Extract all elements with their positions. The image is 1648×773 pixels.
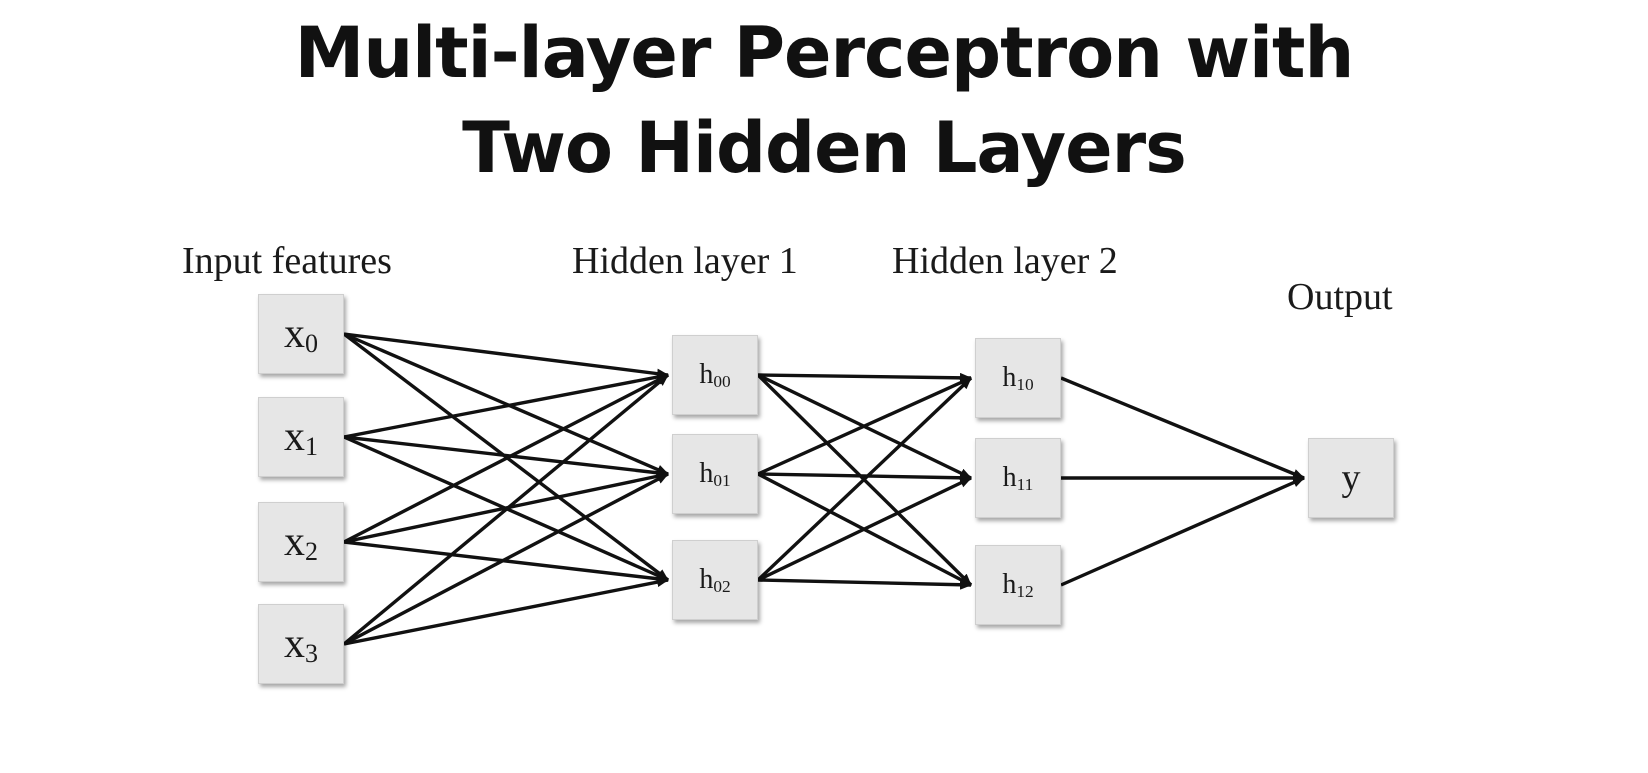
edge-input-0-to-hidden1-1 bbox=[343, 332, 669, 476]
node-label-base: h bbox=[699, 458, 714, 489]
title-line-1: Multi-layer Perceptron with bbox=[294, 12, 1355, 94]
node-y: y bbox=[1308, 438, 1394, 518]
node-label-base: h bbox=[699, 359, 714, 390]
edge-input-3-to-hidden1-1 bbox=[343, 472, 669, 646]
edge-input-1-to-hidden1-0 bbox=[343, 372, 669, 439]
node-label-base: y bbox=[1341, 457, 1361, 499]
edge-input-1-to-hidden1-1 bbox=[343, 435, 669, 478]
edge-input-0-to-hidden1-0 bbox=[343, 332, 669, 379]
node-label-sub: 1 bbox=[304, 431, 318, 461]
node-label-sub: 01 bbox=[713, 470, 731, 490]
edge-hidden1-1-to-hidden2-1 bbox=[757, 472, 972, 483]
edge-hidden1-1-to-hidden2-0 bbox=[757, 376, 972, 476]
node-label-sub: 12 bbox=[1016, 581, 1034, 601]
label-output: Output bbox=[1287, 276, 1393, 318]
node-label-sub: 3 bbox=[304, 638, 318, 668]
edge-hidden1-2-to-hidden2-0 bbox=[756, 376, 973, 582]
label-hidden-layer-1: Hidden layer 1 bbox=[572, 240, 798, 282]
node-label-sub: 02 bbox=[713, 576, 731, 596]
node-label-sub: 00 bbox=[713, 371, 731, 391]
node-label-base: x bbox=[283, 414, 305, 460]
edge-hidden1-2-to-hidden2-1 bbox=[757, 476, 972, 582]
node-label-sub: 2 bbox=[304, 536, 318, 566]
node-label-sub: 10 bbox=[1016, 374, 1034, 394]
title-line-2: Two Hidden Layers bbox=[462, 107, 1187, 189]
edge-input-3-to-hidden1-2 bbox=[343, 577, 669, 646]
edge-input-3-to-hidden1-0 bbox=[342, 373, 670, 646]
node-label-sub: 11 bbox=[1016, 474, 1034, 494]
edge-hidden2-0-to-output-0 bbox=[1060, 376, 1305, 480]
edge-input-2-to-hidden1-2 bbox=[343, 540, 669, 584]
edge-hidden1-0-to-hidden2-0 bbox=[757, 372, 972, 383]
label-input-features: Input features bbox=[182, 240, 392, 282]
edge-hidden1-2-to-hidden2-2 bbox=[757, 578, 972, 590]
edge-hidden2-2-to-output-0 bbox=[1060, 476, 1305, 587]
node-label-base: h bbox=[1002, 569, 1017, 600]
node-label-base: h bbox=[1002, 362, 1017, 393]
node-label-base: x bbox=[283, 621, 305, 667]
edge-input-2-to-hidden1-0 bbox=[343, 373, 669, 544]
label-hidden-layer-2: Hidden layer 2 bbox=[892, 240, 1118, 282]
node-label-sub: 0 bbox=[304, 328, 318, 358]
node-label-base: h bbox=[699, 564, 714, 595]
node-label-base: h bbox=[1002, 462, 1017, 493]
node-label-base: x bbox=[283, 519, 305, 565]
node-label-base: x bbox=[283, 311, 305, 357]
